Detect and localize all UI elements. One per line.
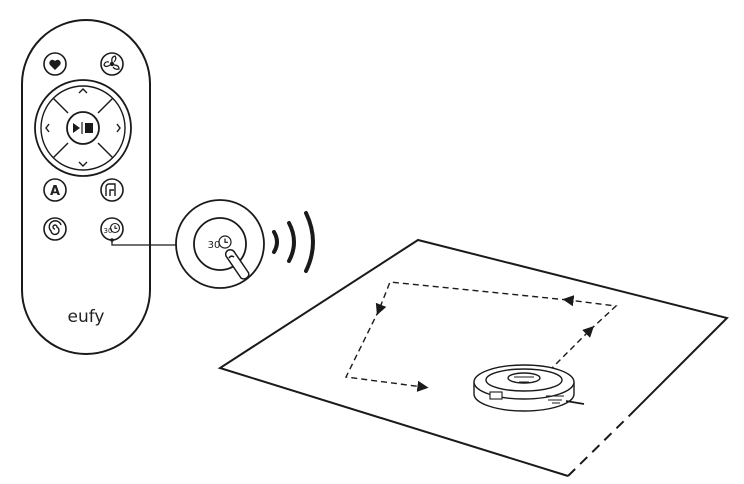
fan-icon xyxy=(103,55,120,70)
signal-waves-icon xyxy=(272,211,315,273)
heart-icon xyxy=(49,59,61,70)
timer-30-label: 30 xyxy=(104,227,113,235)
suction-button[interactable] xyxy=(100,52,124,76)
timer-30-button[interactable]: 30 xyxy=(100,217,124,241)
spot-clean-button[interactable] xyxy=(43,52,67,76)
dpad-left-button[interactable] xyxy=(45,123,50,133)
brand-logo: eufy xyxy=(68,307,105,327)
floor-area xyxy=(217,238,729,477)
dpad-right-button[interactable] xyxy=(116,123,121,133)
auto-clean-label: A xyxy=(50,184,60,199)
dock-icon xyxy=(105,183,116,196)
clock-icon xyxy=(109,222,121,234)
cleaning-path xyxy=(344,281,618,392)
zoom-timer-label: 30 xyxy=(208,240,221,251)
return-home-button[interactable] xyxy=(100,178,124,202)
play-pause-button[interactable] xyxy=(66,111,100,145)
remote-control: A 30 eufy xyxy=(21,19,151,355)
auto-clean-button[interactable]: A xyxy=(43,178,67,202)
robot-vacuum xyxy=(473,364,585,412)
dpad xyxy=(34,79,132,177)
zoom-callout: 30 xyxy=(175,199,265,289)
spiral-icon xyxy=(48,220,62,236)
dpad-up-button[interactable] xyxy=(78,88,88,94)
dpad-down-button[interactable] xyxy=(78,161,88,167)
play-pause-icon xyxy=(73,122,93,134)
edge-clean-button[interactable] xyxy=(43,217,67,241)
pressing-finger-icon xyxy=(224,248,250,280)
zoom-clock-icon xyxy=(218,235,232,249)
